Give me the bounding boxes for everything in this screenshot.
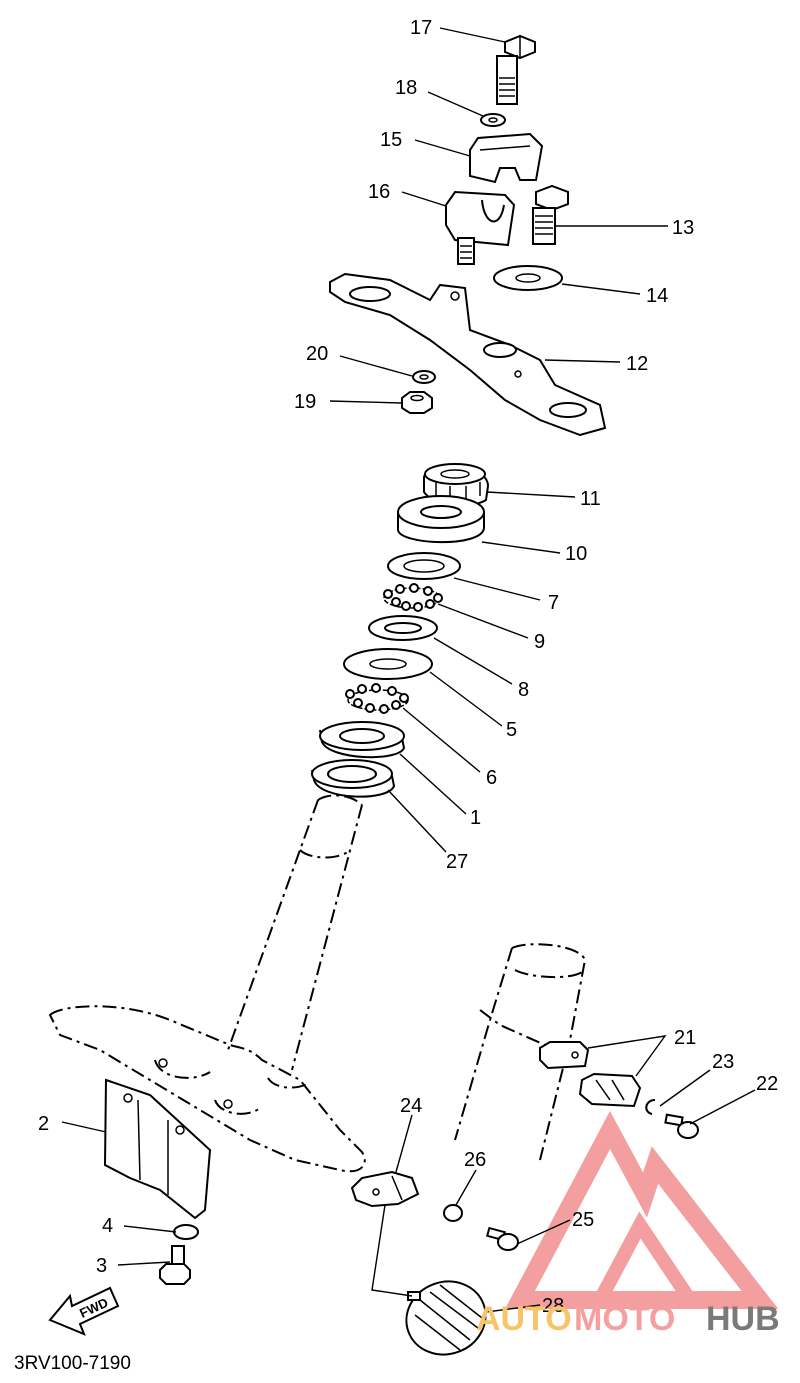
- callout-10: 10: [565, 543, 587, 565]
- part-10-cover: [397, 495, 485, 544]
- callout-15: 15: [380, 129, 402, 151]
- part-22-screw: [664, 1113, 699, 1139]
- callout-9: 9: [534, 631, 545, 653]
- callout-3: 3: [96, 1255, 107, 1277]
- part-7-race: [387, 552, 461, 580]
- callout-28: 28: [542, 1295, 564, 1317]
- part-20-washer: [412, 370, 436, 384]
- part-9-ball-bearings: [383, 583, 443, 612]
- callout-2: 2: [38, 1113, 49, 1135]
- part-8-race: [368, 615, 438, 641]
- part-17-bolt: [496, 34, 536, 105]
- callout-25: 25: [572, 1209, 594, 1231]
- fork-tube: [454, 943, 587, 1161]
- part-14-washer: [493, 265, 563, 291]
- svg-text:MOTO: MOTO: [574, 1300, 675, 1338]
- callout-11: 11: [580, 488, 601, 510]
- callout-8: 8: [518, 679, 529, 701]
- callout-1: 1: [470, 807, 481, 829]
- callout-18: 18: [395, 77, 417, 99]
- part-25-screw: [486, 1226, 519, 1251]
- callout-12: 12: [626, 353, 648, 375]
- part-4-washer: [173, 1224, 199, 1240]
- callout-22: 22: [756, 1073, 778, 1095]
- part-21-clamp-upper: [539, 1041, 590, 1070]
- part-16-lower-holder: [445, 190, 516, 265]
- diagram-code: 3RV100-7190: [14, 1353, 131, 1374]
- callout-19: 19: [294, 391, 316, 413]
- callout-23: 23: [712, 1051, 734, 1073]
- part-15-upper-holder: [469, 132, 544, 184]
- part-27-race: [311, 759, 396, 798]
- part-5-seal: [343, 648, 433, 680]
- steering-stem: [48, 794, 366, 1173]
- part-6-ball-bearings: [345, 683, 409, 714]
- fwd-arrow-icon: [48, 1286, 120, 1336]
- watermark-logo: [505, 1110, 779, 1309]
- callout-14: 14: [646, 285, 668, 307]
- watermark-wordmark: AUTO MOTO HUB: [476, 1300, 780, 1338]
- callout-5: 5: [506, 719, 517, 741]
- callout-24: 24: [400, 1095, 422, 1117]
- part-2-guard-plate: [103, 1078, 212, 1220]
- svg-text:AUTO: AUTO: [476, 1300, 572, 1338]
- callout-27: 27: [446, 851, 468, 873]
- leader-lines: [61, 27, 756, 1313]
- part-24-bracket: [350, 1170, 420, 1208]
- part-19-nut: [401, 391, 433, 414]
- callout-16: 16: [368, 181, 390, 203]
- callout-17: 17: [410, 17, 432, 39]
- callout-13: 13: [672, 217, 694, 239]
- part-3-bolt: [159, 1245, 191, 1285]
- callout-26: 26: [464, 1149, 486, 1171]
- callout-labels: 17 18 15 16 13 14 12 20 19 11 10 7 9 8 5…: [38, 17, 778, 1317]
- part-23-clip: [645, 1099, 656, 1115]
- callout-4: 4: [102, 1215, 113, 1237]
- part-13-bolt: [532, 184, 569, 245]
- part-26-washer: [443, 1204, 463, 1222]
- callout-7: 7: [548, 592, 559, 614]
- svg-text:HUB: HUB: [706, 1300, 780, 1338]
- part-21-clamp-lower: [578, 1072, 642, 1108]
- callout-6: 6: [486, 767, 497, 789]
- part-1-race: [319, 721, 406, 759]
- part-12-upper-bracket: [329, 272, 607, 437]
- callout-21: 21: [674, 1027, 696, 1049]
- part-18-washer: [480, 113, 506, 127]
- callout-20: 20: [306, 343, 328, 365]
